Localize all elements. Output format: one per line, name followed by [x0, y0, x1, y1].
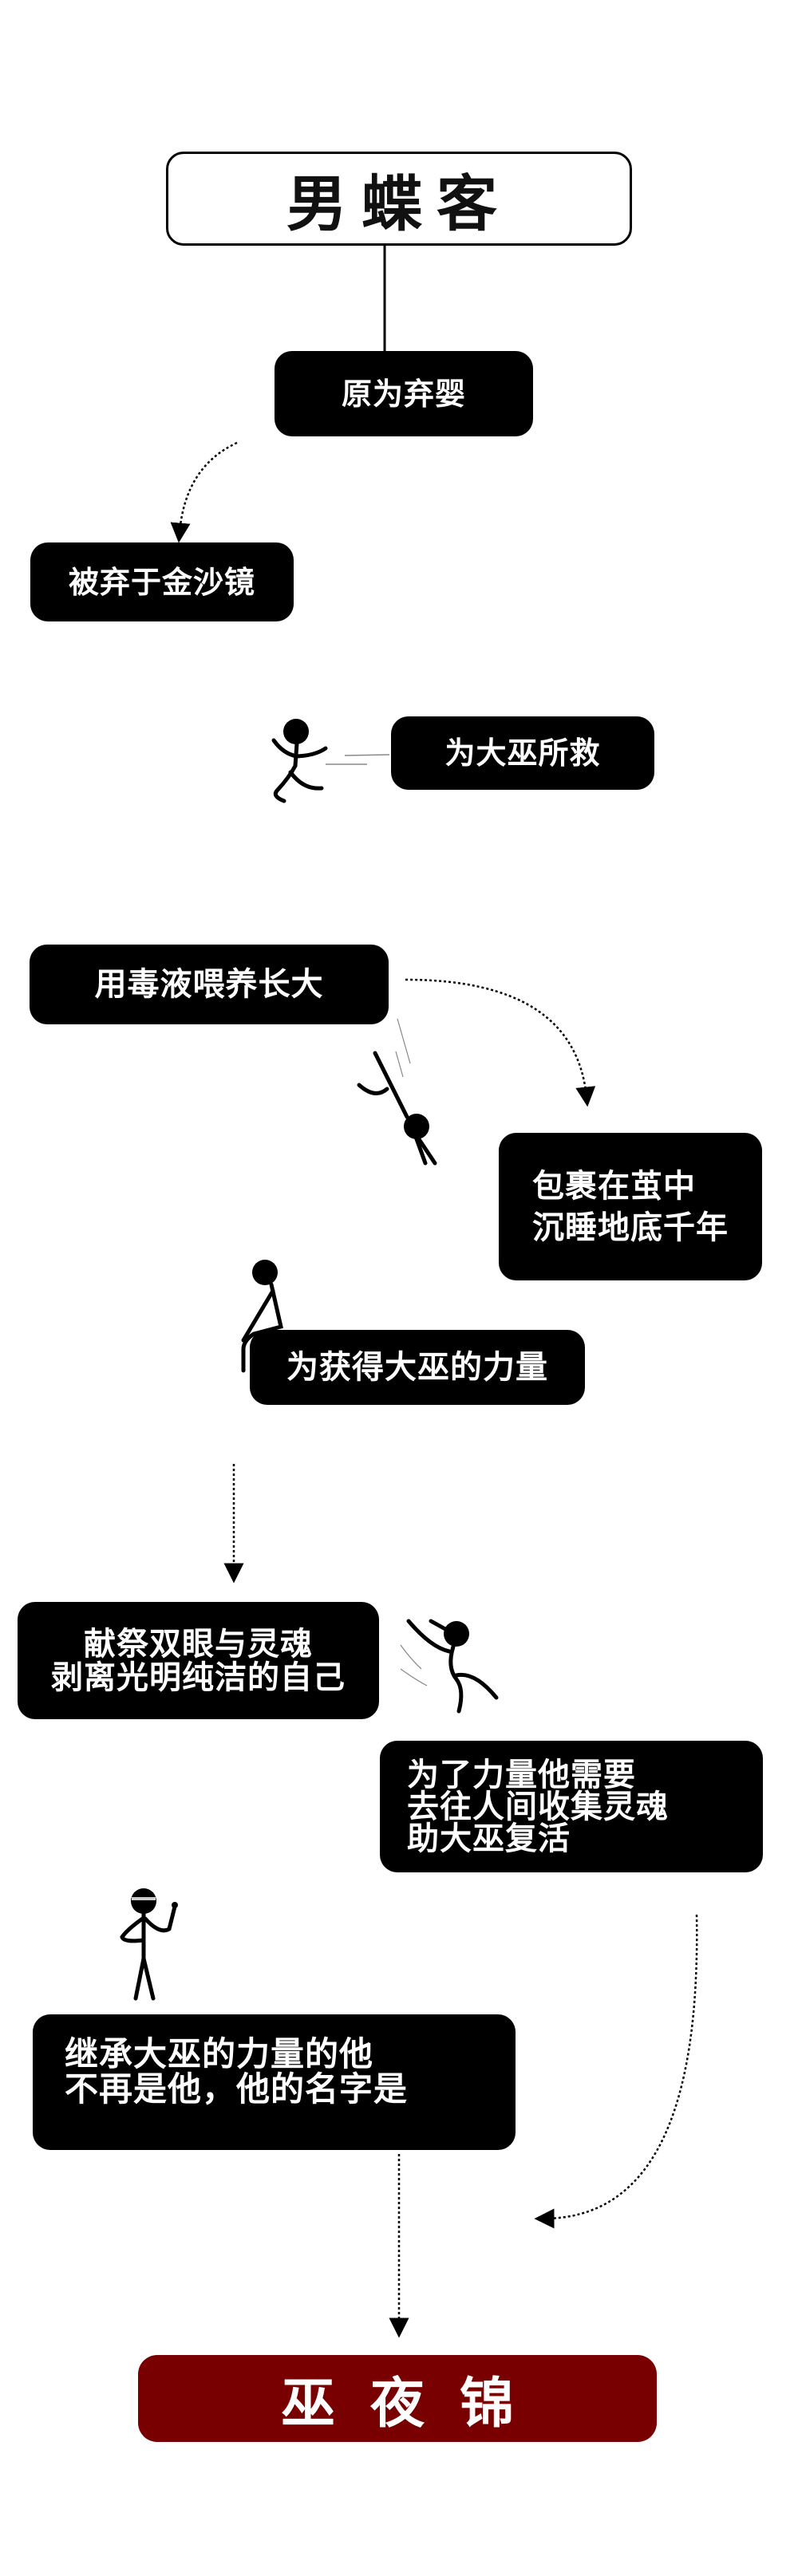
speed-line	[395, 1051, 404, 1078]
falling-stick-figure-icon	[357, 1051, 437, 1166]
node-text: 为了力量他需要 去往人间收集灵魂 助大巫复活	[407, 1755, 669, 1857]
speed-line	[400, 1668, 428, 1686]
speed-line	[400, 1644, 422, 1670]
final-name-box: 巫夜锦	[138, 2355, 657, 2442]
blindfolded-stick-figure-icon	[120, 1888, 178, 2001]
title-box: 男蝶客	[166, 152, 632, 246]
running-stick-figure-icon	[271, 719, 328, 803]
arrow-to-mirror	[170, 441, 238, 543]
node-saved: 为大巫所救	[391, 716, 654, 790]
title-text: 男蝶客	[286, 168, 512, 239]
arrow-to-cocoon	[405, 978, 596, 1107]
node-inherit: 继承大巫的力量的他 不再是他，他的名字是	[33, 2014, 516, 2150]
node-text: 为大巫所救	[444, 735, 601, 771]
node-text: 原为弃婴	[341, 375, 466, 412]
node-text: 包裹在茧中 沉睡地底千年	[532, 1166, 729, 1246]
node-power: 为获得大巫的力量	[250, 1330, 585, 1405]
node-abandoned-infant: 原为弃婴	[275, 351, 533, 436]
jumping-stick-figure-icon	[406, 1619, 499, 1714]
final-name-text: 巫夜锦	[280, 2372, 549, 2436]
node-text: 献祭双眼与灵魂 剥离光明纯洁的自己	[51, 1624, 346, 1696]
speed-line	[397, 1018, 411, 1064]
node-text: 继承大巫的力量的他 不再是他，他的名字是	[65, 2034, 409, 2109]
node-collect: 为了力量他需要 去往人间收集灵魂 助大巫复活	[380, 1741, 763, 1872]
node-text: 用毒液喂养长大	[94, 965, 324, 1003]
arrow-to-inherit	[534, 1914, 698, 2229]
node-text: 被弃于金沙镜	[68, 563, 255, 600]
node-text: 为获得大巫的力量	[286, 1348, 548, 1386]
node-cocoon: 包裹在茧中 沉睡地底千年	[499, 1133, 762, 1280]
node-poison: 用毒液喂养长大	[30, 945, 389, 1024]
node-mirror: 被弃于金沙镜	[30, 542, 294, 621]
node-sacrifice: 献祭双眼与灵魂 剥离光明纯洁的自己	[18, 1602, 379, 1719]
